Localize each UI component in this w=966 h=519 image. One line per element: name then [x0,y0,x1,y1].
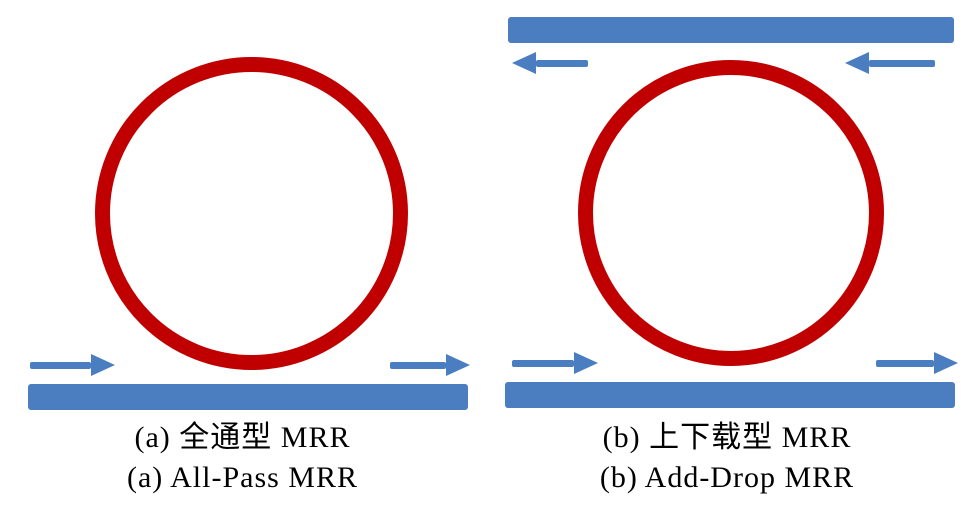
arrow-shaft [30,361,91,369]
caption-a-english: (a) All-Pass MRR [126,461,358,494]
arrow-shaft [512,359,574,367]
caption-b-chinese: (b) 上下载型 MRR [602,421,852,454]
arrow-head [512,52,536,74]
arrow-shaft [876,359,934,367]
arrow-shaft [536,59,588,67]
bus-waveguide-b-bottom [505,382,955,408]
microring-a [95,57,408,370]
caption-a-chinese: (a) 全通型 MRR [134,421,351,454]
through-arrow-icon [390,354,470,376]
through-arrow-icon [876,352,958,374]
bus-waveguide-a-bottom [28,384,468,410]
arrow-shaft [869,59,935,67]
bus-waveguide-b-top [508,17,954,43]
arrow-head [446,354,470,376]
arrow-shaft [390,361,446,369]
caption-b-english: (b) Add-Drop MRR [599,461,855,494]
arrow-head [91,354,115,376]
arrow-head [845,52,869,74]
drop-arrow-icon [512,52,588,74]
arrow-head [934,352,958,374]
input-arrow-icon [512,352,598,374]
add-arrow-icon [845,52,935,74]
microring-b [578,60,884,366]
input-arrow-icon [30,354,115,376]
arrow-head [574,352,598,374]
